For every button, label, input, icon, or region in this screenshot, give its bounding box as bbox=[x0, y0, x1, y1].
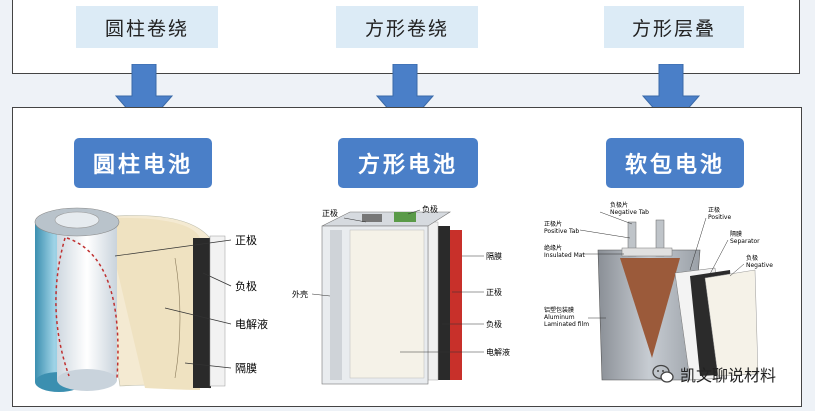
label-positive-tab-cn: 正极片 bbox=[544, 220, 562, 228]
type-pouch-battery: 软包电池 bbox=[606, 138, 744, 188]
label-case: 外壳 bbox=[292, 289, 308, 299]
label-laminated-film-en1: Aluminum bbox=[544, 314, 575, 321]
label-positive-tab-en: Positive Tab bbox=[544, 228, 579, 235]
label-negative: 负极 bbox=[486, 319, 502, 329]
label-negative: 负极 bbox=[235, 279, 257, 293]
label-positive: 正极 bbox=[486, 287, 502, 297]
prismatic-battery-illustration: 正极 负极 隔膜 正极 负极 电解液 外壳 bbox=[292, 204, 510, 385]
label-laminated-film-cn: 铝塑包装膜 bbox=[544, 306, 574, 314]
watermark: 凯文聊说材料 bbox=[652, 362, 776, 386]
label-separator: 隔膜 bbox=[235, 362, 257, 375]
label-separator-cn: 隔膜 bbox=[730, 230, 742, 238]
wechat-icon bbox=[652, 364, 674, 383]
label-positive-cn: 正极 bbox=[708, 206, 720, 214]
watermark-text: 凯文聊说材料 bbox=[680, 366, 777, 385]
label-insulated-mat-cn: 绝缘片 bbox=[544, 244, 562, 252]
label-positive-en: Positive bbox=[708, 214, 731, 221]
type-prismatic-battery: 方形电池 bbox=[338, 138, 478, 188]
label-separator-en: Separator bbox=[730, 238, 760, 245]
label-separator: 隔膜 bbox=[486, 251, 502, 261]
label-negative-terminal: 负极 bbox=[422, 204, 438, 214]
label-negative-cn: 负极 bbox=[746, 254, 758, 262]
label-electrolyte: 电解液 bbox=[235, 317, 268, 331]
label-insulated-mat-en: Insulated Mat bbox=[544, 252, 585, 259]
type-cylindrical-battery: 圆柱电池 bbox=[74, 138, 212, 188]
pouch-battery-illustration: 负极片 Negative Tab 正极片 Positive Tab 绝缘片 In… bbox=[544, 201, 773, 381]
label-laminated-film-en2: Laminated film bbox=[544, 321, 589, 328]
cylindrical-battery-illustration: 正极 负极 电解液 隔膜 bbox=[34, 207, 268, 392]
label-positive: 正极 bbox=[235, 233, 257, 247]
label-negative-en: Negative bbox=[746, 262, 773, 269]
method-prismatic-stacking: 方形层叠 bbox=[604, 6, 744, 48]
label-electrolyte: 电解液 bbox=[486, 347, 510, 357]
label-negative-tab-cn: 负极片 bbox=[610, 201, 628, 209]
method-prismatic-winding: 方形卷绕 bbox=[336, 6, 478, 48]
label-positive-terminal: 正极 bbox=[322, 208, 338, 218]
method-cylindrical-winding: 圆柱卷绕 bbox=[76, 6, 218, 48]
label-negative-tab-en: Negative Tab bbox=[610, 209, 649, 216]
